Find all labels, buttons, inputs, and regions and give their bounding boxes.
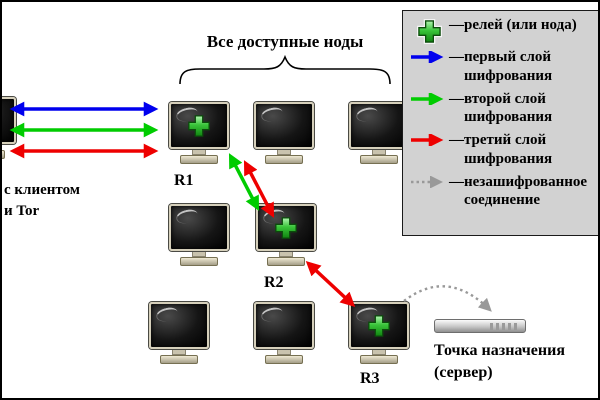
legend-label-layer1: первый слой шифрования <box>464 49 553 84</box>
relay-plus-icon <box>275 216 297 239</box>
monitor-neck <box>372 349 386 355</box>
curly-brace <box>179 54 391 85</box>
monitor-neck <box>372 149 386 155</box>
server-icon <box>434 319 526 333</box>
legend: — релей (или нода) — первый слой шифрова… <box>402 10 598 236</box>
node-computer <box>252 302 316 364</box>
monitor-screen <box>254 102 314 149</box>
destination-caption-line1: Точка назначения <box>434 342 565 359</box>
green-plus-icon <box>409 16 449 44</box>
monitor-base <box>180 257 218 266</box>
node-computer <box>167 204 231 266</box>
relay-plus-icon <box>368 314 390 337</box>
legend-label-layer3: третий слой шифрования <box>464 132 553 167</box>
monitor-base <box>2 150 5 159</box>
client-caption-line2: и Tor <box>4 203 40 219</box>
node-computer <box>252 102 316 164</box>
monitor-base <box>360 355 398 364</box>
monitor-neck <box>277 149 291 155</box>
arrow-unencrypted-r3-server <box>403 285 492 312</box>
client-caption-line1: с клиентом <box>4 182 81 198</box>
legend-dash: — <box>449 49 464 65</box>
destination-caption-line2: (сервер) <box>434 364 493 381</box>
monitor-base <box>265 355 303 364</box>
arrow-layer3-r2-r3 <box>305 260 356 308</box>
relay-label-r3: R3 <box>360 370 380 387</box>
monitor-screen <box>169 102 229 149</box>
monitor-neck <box>277 349 291 355</box>
relay-plus-icon <box>188 114 210 137</box>
legend-label-unencrypted: незашифрованное соединение <box>464 173 588 209</box>
monitor-neck <box>192 251 206 257</box>
relay-node-r2 <box>254 204 318 266</box>
monitor-neck <box>192 149 206 155</box>
monitor-base <box>360 155 398 164</box>
monitor-screen <box>169 204 229 251</box>
relay-node-r1 <box>167 102 231 164</box>
legend-item-layer2: — второй слой шифрования <box>409 90 598 128</box>
monitor-base <box>267 257 305 266</box>
relay-label-r1: R1 <box>174 172 194 189</box>
legend-dash: — <box>449 90 464 107</box>
screen-glare <box>259 305 285 324</box>
monitor-neck <box>279 251 293 257</box>
monitor-base <box>265 155 303 164</box>
relay-node-r3 <box>347 302 411 364</box>
legend-dash: — <box>449 17 464 33</box>
client-computer <box>2 97 18 159</box>
screen-glare <box>259 105 285 124</box>
monitor-screen <box>254 302 314 349</box>
screen-glare <box>354 105 380 124</box>
legend-label-layer2: второй слой шифрования <box>464 90 553 126</box>
legend-dash: — <box>449 173 464 190</box>
monitor-screen <box>256 204 316 251</box>
monitor-screen <box>349 302 409 349</box>
green-arrow-icon <box>409 90 449 105</box>
red-arrow-icon <box>409 131 449 146</box>
monitor-screen <box>2 97 16 144</box>
relay-label-r2: R2 <box>264 274 284 291</box>
diagram-title: Все доступные ноды <box>206 32 364 51</box>
monitor-base <box>180 155 218 164</box>
monitor-screen <box>349 102 409 149</box>
legend-dash: — <box>449 132 464 148</box>
monitor-base <box>160 355 198 364</box>
screen-glare <box>174 207 200 226</box>
node-computer <box>147 302 211 364</box>
blue-arrow-icon <box>409 48 449 63</box>
legend-item-relay: — релей (или нода) <box>409 16 598 44</box>
legend-item-layer3: — третий слой шифрования <box>409 131 598 169</box>
legend-item-unencrypted: — незашифрованное соединение <box>409 173 598 211</box>
legend-label-relay: релей (или нода) <box>464 17 577 33</box>
screen-glare <box>154 305 180 324</box>
legend-item-layer1: — первый слой шифрования <box>409 48 598 86</box>
monitor-neck <box>172 349 186 355</box>
arrow-layer2-r1-r2 <box>228 153 260 211</box>
monitor-screen <box>149 302 209 349</box>
gray-dashed-arrow-icon <box>409 173 449 188</box>
